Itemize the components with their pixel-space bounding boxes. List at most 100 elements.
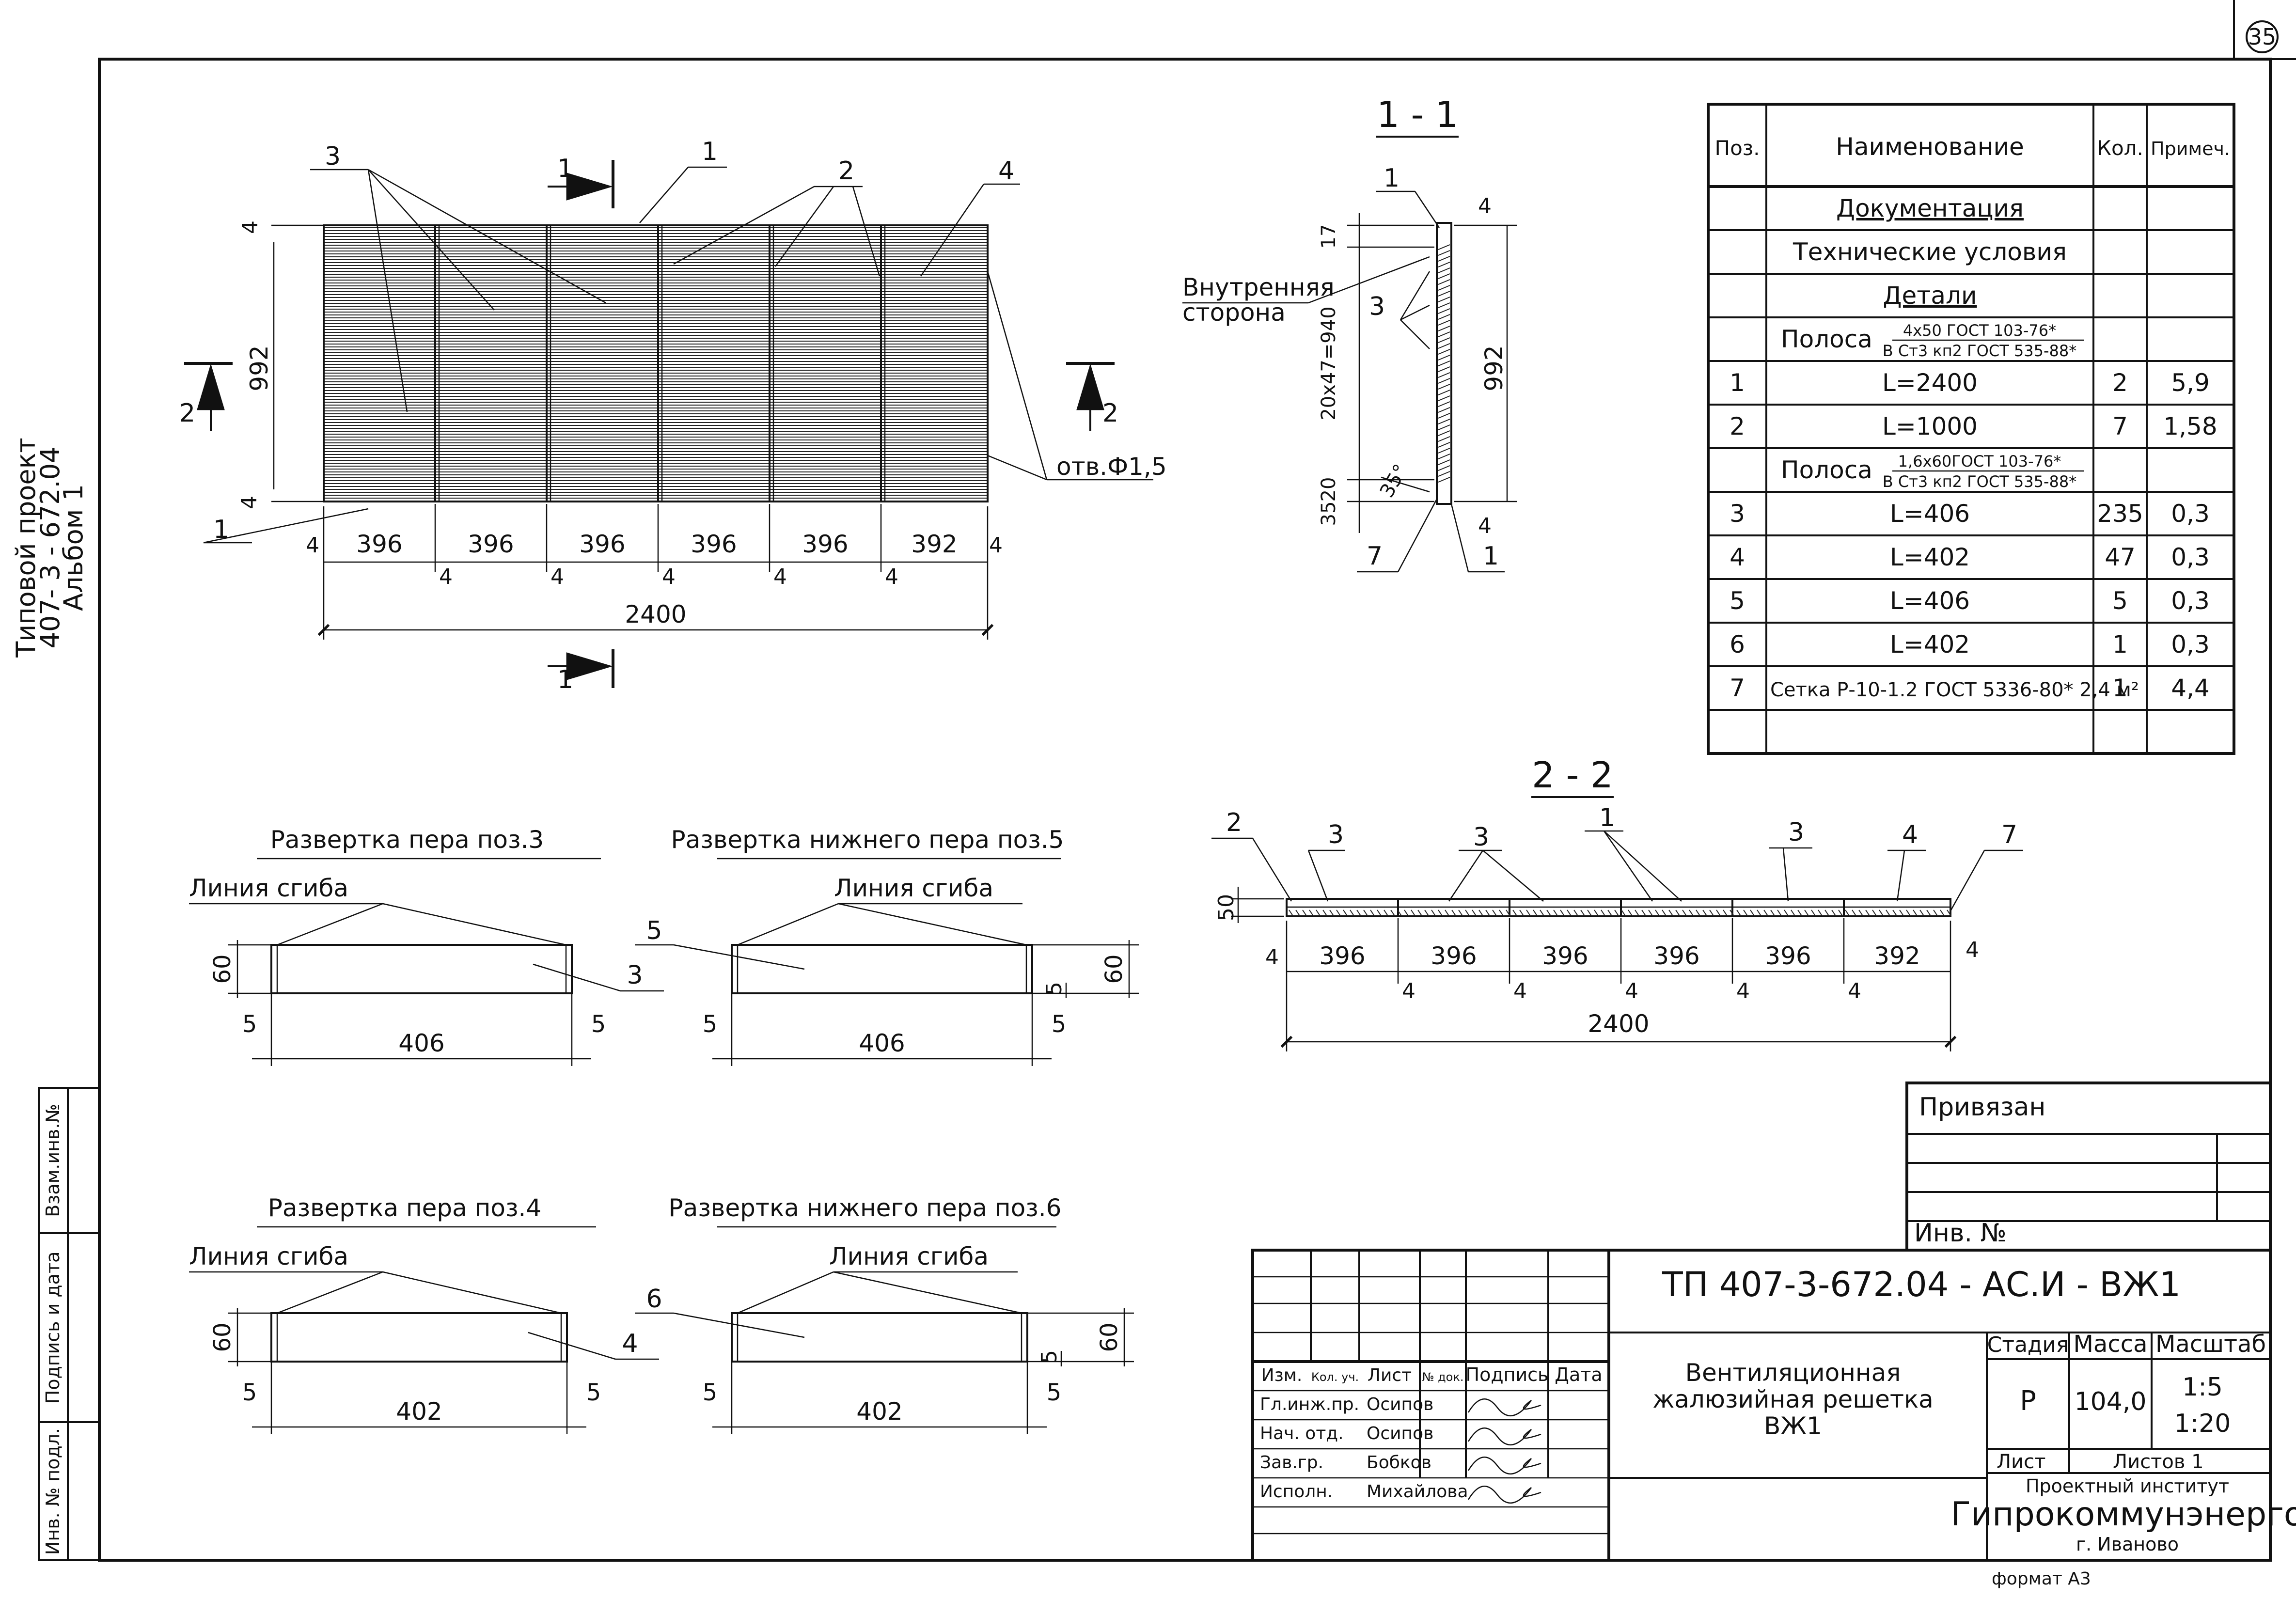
louver-blade: [1438, 314, 1450, 320]
mesh-hatch: [1546, 909, 1551, 916]
mesh-hatch: [1730, 909, 1734, 916]
louver-hatching: [324, 227, 988, 502]
svg-text:жалюзийная решетка: жалюзийная решетка: [1652, 1385, 1934, 1413]
svg-text:2: 2: [1226, 808, 1242, 837]
louver-blade: [1438, 262, 1450, 267]
unfold-height: 60: [1101, 954, 1128, 984]
pos-leader: [528, 1332, 616, 1360]
spec-cell-note: 4,4: [2171, 674, 2210, 702]
section-1-1-title: 1 - 1: [1377, 94, 1458, 136]
svg-text:4: 4: [1478, 194, 1492, 219]
grid-col-head: Изм.: [1261, 1365, 1303, 1385]
spec-header-name: Наименование: [1836, 133, 2024, 161]
spec-cell-qty: 5: [2112, 587, 2128, 615]
louver-blade: [1438, 256, 1450, 262]
mesh-hatch: [1343, 909, 1348, 916]
gap-dim: 4: [306, 533, 319, 558]
svg-text:20х47=940: 20х47=940: [1318, 306, 1340, 420]
sheet-frame: 35 формат А3: [98, 0, 2296, 1589]
unfold-height: 60: [1096, 1322, 1123, 1352]
gap-dim: 4: [1625, 979, 1638, 1003]
mesh-hatch: [1757, 909, 1761, 916]
spec-cell-name: Технические условия: [1793, 238, 2067, 266]
svg-text:Альбом 1: Альбом 1: [58, 484, 89, 611]
mesh-hatch: [1635, 909, 1639, 916]
spec-cell-name: L=406: [1890, 587, 1970, 615]
mesh-hatch: [1858, 909, 1863, 916]
mesh-hatch: [1417, 909, 1422, 916]
louver-blade: [1438, 454, 1450, 459]
mesh-hatch: [1580, 909, 1585, 916]
signer-name: Бобков: [1367, 1453, 1431, 1473]
svg-text:4: 4: [1478, 514, 1492, 538]
mesh-hatch: [1648, 909, 1653, 916]
section-1-1: 1 - 1 17 20х47=940 35 20 992 4 4 Внутрен…: [1182, 94, 1517, 573]
mesh-hatch: [1309, 909, 1314, 916]
mesh-hatch: [1316, 909, 1321, 916]
unfold-edge-dim: 5: [242, 1379, 257, 1406]
svg-text:4: 4: [238, 220, 263, 234]
signature-mark: [1467, 1398, 1541, 1416]
louver-blade: [1438, 349, 1450, 355]
louver-blade: [1438, 465, 1450, 471]
spec-cell-qty: 235: [2097, 500, 2143, 528]
spec-cell-qty: 1: [2112, 674, 2128, 702]
signer-role: Нач. отд.: [1260, 1424, 1344, 1443]
louver-blade: [1438, 378, 1450, 384]
unfold-length: 406: [859, 1029, 905, 1057]
mesh-hatch: [1567, 909, 1572, 916]
spec-cell-qty: 1: [2112, 630, 2128, 658]
gap-dim: 4: [1513, 979, 1527, 1003]
unfold-edge-dim: 5: [586, 1379, 601, 1406]
mesh-hatch: [1655, 909, 1660, 916]
stage-value: Р: [2020, 1385, 2036, 1417]
spec-cell-note: 0,3: [2171, 587, 2210, 615]
fold-leader: [737, 903, 839, 946]
signer-name: Осипов: [1367, 1424, 1433, 1443]
mesh-hatch: [1560, 909, 1565, 916]
gap-dim: 4: [1736, 979, 1750, 1003]
spec-cell-qty: 47: [2105, 543, 2136, 571]
spec-cell-name: L=402: [1890, 543, 1970, 571]
mesh-hatch: [1811, 909, 1816, 916]
mesh-hatch: [1913, 909, 1918, 916]
louver-blade: [1438, 273, 1450, 279]
svg-text:407- 3 - 672.04: 407- 3 - 672.04: [35, 447, 65, 649]
gap-dim: 4: [773, 564, 787, 589]
mesh-hatch: [1526, 909, 1531, 916]
spec-cell-name: Документация: [1836, 194, 2024, 222]
spec-cell-note: 5,9: [2171, 369, 2210, 397]
mesh-hatch: [1940, 909, 1945, 916]
signer-name: Михайлова: [1367, 1482, 1468, 1502]
mesh-hatch: [1438, 909, 1443, 916]
mesh-hatch: [1553, 909, 1558, 916]
svg-text:3: 3: [1328, 820, 1344, 849]
svg-text:1: 1: [1483, 542, 1499, 571]
unfold-title: Развертка пера поз.4: [268, 1194, 542, 1222]
grid-col-head: Подпись: [1466, 1364, 1549, 1385]
mesh-hatch: [1594, 909, 1599, 916]
svg-text:Масштаб: Масштаб: [2155, 1331, 2266, 1358]
louver-blade: [1438, 436, 1450, 442]
louver-blade: [1438, 401, 1450, 407]
mesh-hatch: [1682, 909, 1687, 916]
fold-label: Линия сгиба: [829, 1242, 989, 1270]
fold-leader: [838, 903, 1027, 946]
louver-blade: [1438, 407, 1450, 413]
gap-dim: 4: [439, 564, 453, 589]
unfold-edge-dim: 5: [242, 1011, 257, 1038]
plan-total-dim: 2400: [625, 600, 686, 628]
svg-text:3: 3: [1788, 818, 1804, 847]
pos-leader: [673, 944, 805, 970]
mesh-hatch: [1641, 909, 1646, 916]
louver-blade: [1438, 430, 1450, 436]
segment-dim: 396: [1542, 942, 1588, 970]
segment-dim: 396: [802, 530, 848, 558]
unfold-title: Развертка нижнего пера поз.5: [671, 826, 1064, 854]
mesh-hatch: [1743, 909, 1748, 916]
mesh-hatch: [1302, 909, 1307, 916]
mesh-hatch: [1370, 909, 1375, 916]
mesh-hatch: [1736, 909, 1741, 916]
